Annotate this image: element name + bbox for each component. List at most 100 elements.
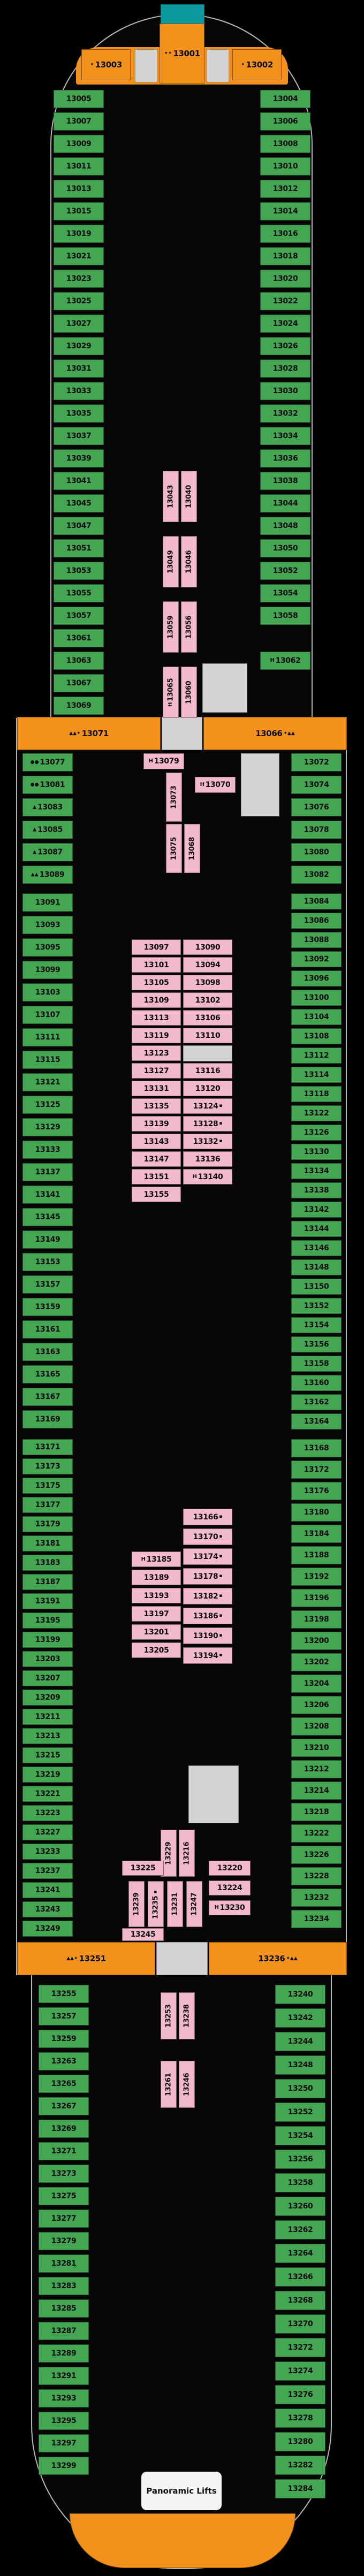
cabin-13128[interactable]: 13128▪ [183,1116,232,1132]
cabin-13024[interactable]: 13024 [260,315,310,333]
cabin-13052[interactable]: 13052 [260,562,310,580]
cabin-13022[interactable]: 13022 [260,292,310,310]
cabin-13250[interactable]: 13250 [275,2079,325,2098]
cabin-13287[interactable]: 13287 [39,2322,89,2340]
cabin-13095[interactable]: 13095 [22,938,73,957]
cabin-13116[interactable]: 13116 [183,1063,232,1079]
cabin-13121[interactable]: 13121 [22,1073,73,1091]
cabin-13195[interactable]: 13195 [22,1612,73,1629]
cabin-13186[interactable]: 13186▪ [183,1608,232,1624]
cabin-13040[interactable]: 13040 [181,471,197,522]
cabin-13201[interactable]: 13201 [132,1624,181,1640]
cabin-13049[interactable]: 13049 [163,536,179,587]
cabin-13081[interactable]: ●●13081 [22,776,73,794]
cabin-13170[interactable]: 13170▪ [183,1528,232,1545]
cabin-13169[interactable]: 13169 [22,1410,73,1428]
cabin-13130[interactable]: 13130 [291,1144,342,1160]
cabin-13245[interactable]: 13245 [122,1928,164,1941]
cabin-13281[interactable]: 13281 [39,2254,89,2273]
cabin-13131[interactable]: 13131 [132,1081,181,1096]
cabin-13008[interactable]: 13008 [260,135,310,153]
cabin-13225[interactable]: 13225 [122,1861,164,1876]
cabin-13050[interactable]: 13050 [260,539,310,557]
cabin-13126[interactable]: 13126 [291,1125,342,1141]
cabin-13213[interactable]: 13213 [22,1728,73,1744]
cabin-13100[interactable]: 13100 [291,990,342,1006]
cabin-13147[interactable]: 13147 [132,1151,181,1167]
cabin-13145[interactable]: 13145 [22,1208,73,1226]
cabin-13224[interactable]: 13224 [209,1881,251,1895]
cabin-13012[interactable]: 13012 [260,180,310,198]
cabin-13218[interactable]: 13218 [291,1803,342,1821]
cabin-13036[interactable]: 13036 [260,449,310,468]
cabin-13144[interactable]: 13144 [291,1221,342,1237]
cabin-13283[interactable]: 13283 [39,2277,89,2295]
cabin-13279[interactable]: 13279 [39,2232,89,2250]
cabin-13093[interactable]: 13093 [22,916,73,934]
cabin-13127[interactable]: 13127 [132,1063,181,1079]
cabin-13270[interactable]: 13270 [275,2314,325,2334]
cabin-13199[interactable]: 13199 [22,1632,73,1648]
cabin-13212[interactable]: 13212 [291,1760,342,1778]
cabin-13020[interactable]: 13020 [260,270,310,288]
cabin-13182[interactable]: 13182▪ [183,1588,232,1604]
cabin-13155[interactable]: 13155 [132,1187,181,1202]
cabin-13188[interactable]: 13188 [291,1546,342,1564]
cabin-13048[interactable]: 13048 [260,517,310,535]
cabin-13066[interactable]: 13066✦▲▲ [203,717,347,750]
cabin-13125[interactable]: 13125 [22,1096,73,1114]
cabin-13091[interactable]: 13091 [22,893,73,912]
cabin-13123[interactable]: 13123 [132,1045,181,1061]
cabin-13208[interactable]: 13208 [291,1717,342,1736]
cabin-13001[interactable]: ✦✦13001 [160,24,204,83]
cabin-13151[interactable]: 13151 [132,1169,181,1184]
cabin-13219[interactable]: 13219 [22,1767,73,1783]
cabin-13102[interactable]: 13102 [183,992,232,1008]
cabin-13166[interactable]: 13166▪ [183,1509,232,1525]
cabin-13172[interactable]: 13172 [291,1461,342,1479]
cabin-13021[interactable]: 13021 [54,247,104,265]
cabin-13207[interactable]: 13207 [22,1670,73,1686]
cabin-13045[interactable]: 13045 [54,494,104,513]
cabin-13234[interactable]: 13234 [291,1910,342,1928]
cabin-13267[interactable]: 13267 [39,2097,89,2115]
cabin-13071[interactable]: ▲▲✦13071 [17,717,161,750]
cabin-13060[interactable]: 13060 [181,667,197,718]
cabin-13295[interactable]: 13295 [39,2412,89,2430]
cabin-13096[interactable]: 13096 [291,970,342,987]
cabin-13282[interactable]: 13282 [275,2456,325,2475]
cabin-13114[interactable]: 13114 [291,1067,342,1083]
cabin-13183[interactable]: 13183 [22,1555,73,1571]
cabin-13293[interactable]: 13293 [39,2389,89,2407]
cabin-13173[interactable]: 13173 [22,1458,73,1474]
cabin-13160[interactable]: 13160 [291,1375,342,1391]
cabin-13285[interactable]: 13285 [39,2299,89,2318]
cabin-13209[interactable]: 13209 [22,1690,73,1706]
cabin-13002[interactable]: ✦13002 [232,49,282,80]
cabin-13006[interactable]: 13006 [260,112,310,131]
cabin-13259[interactable]: 13259 [39,2030,89,2048]
cabin-13120[interactable]: 13120 [183,1081,232,1096]
cabin-13082[interactable]: 13082 [291,866,342,884]
cabin-13277[interactable]: 13277 [39,2210,89,2228]
cabin-13205[interactable]: 13205 [132,1642,181,1658]
cabin-13073[interactable]: 13073 [166,773,182,822]
cabin-13007[interactable]: 13007 [54,112,104,131]
cabin-13232[interactable]: 13232 [291,1889,342,1907]
cabin-13018[interactable]: 13018 [260,247,310,265]
cabin-13068[interactable]: 13068 [184,824,200,873]
cabin-13271[interactable]: 13271 [39,2142,89,2160]
cabin-13289[interactable]: 13289 [39,2344,89,2363]
cabin-13244[interactable]: 13244 [275,2032,325,2051]
cabin-13266[interactable]: 13266 [275,2267,325,2287]
cabin-13284[interactable]: 13284 [275,2479,325,2498]
cabin-13242[interactable]: 13242 [275,2008,325,2028]
cabin-13239[interactable]: 13239 [128,1881,145,1927]
cabin-13138[interactable]: 13138 [291,1182,342,1198]
cabin-13254[interactable]: 13254 [275,2126,325,2145]
cabin-13261[interactable]: 13261 [161,2061,177,2108]
cabin-13108[interactable]: 13108 [291,1028,342,1044]
